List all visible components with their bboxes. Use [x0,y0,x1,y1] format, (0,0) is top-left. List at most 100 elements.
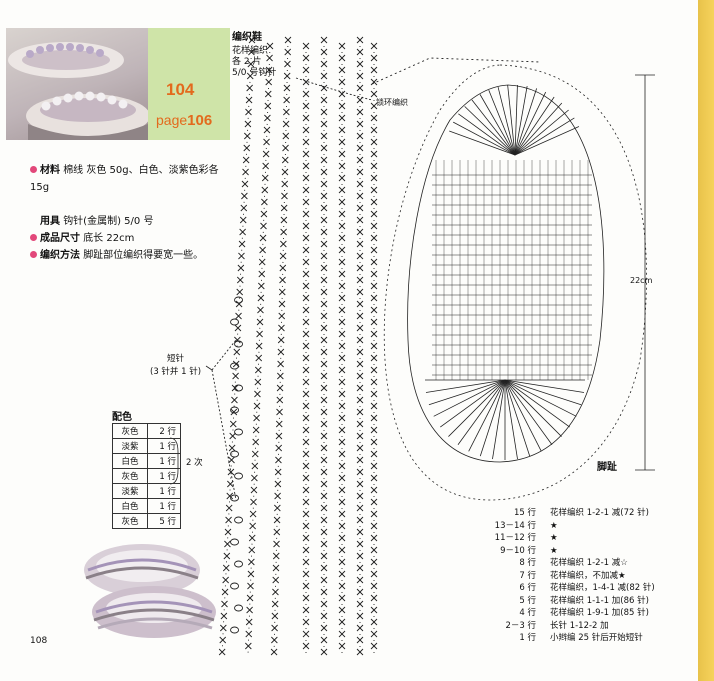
single-crochet-mark [356,384,364,392]
single-crochet-mark [251,462,259,470]
single-crochet-mark [356,456,364,464]
single-crochet-mark [320,576,328,584]
single-crochet-mark [370,606,378,614]
single-crochet-mark [243,132,251,140]
single-crochet-mark [302,102,310,110]
single-crochet-mark [356,600,364,608]
loop-dashed-path [371,57,541,85]
single-crochet-mark [246,84,253,92]
single-crochet-mark [370,498,378,506]
single-crochet-mark [356,156,364,164]
single-crochet-mark [356,264,364,272]
single-crochet-mark [370,414,378,422]
single-crochet-mark [231,384,239,392]
legend-row: 6 行花样编织，1-4-1 减(82 针) [486,582,654,595]
heel-stitch-line [514,109,569,156]
toe-stitch-line [425,379,506,393]
heel-stitch-line [471,99,516,156]
single-crochet-mark [338,450,346,458]
single-crochet-mark [338,630,346,638]
single-crochet-mark [238,240,246,248]
color-name: 灰色 [112,423,148,439]
toe-stitch-line [504,379,562,437]
toe-stitch-line [504,379,570,428]
single-crochet-mark [223,552,231,560]
single-crochet-mark [320,108,328,116]
single-crochet-mark [251,450,259,458]
single-crochet-mark [356,372,364,380]
single-crochet-mark [265,78,273,86]
single-crochet-mark [320,408,328,416]
single-crochet-mark [221,600,228,608]
single-crochet-mark [283,96,290,104]
single-crochet-mark [320,132,328,140]
single-crochet-mark [338,198,346,206]
single-crochet-mark [281,156,289,164]
single-crochet-mark [338,414,346,422]
single-crochet-mark [338,90,346,98]
single-crochet-mark [225,516,232,524]
single-crochet-mark [356,468,364,476]
single-crochet-mark [248,534,256,542]
single-crochet-mark [247,60,255,68]
single-crochet-mark [370,630,378,638]
single-crochet-mark [370,246,378,254]
single-crochet-mark [265,66,273,74]
single-crochet-mark [338,54,346,62]
single-crochet-mark [320,564,328,572]
single-crochet-mark [356,336,364,344]
single-crochet-mark [236,276,244,284]
toe-stitch-line [504,379,553,445]
single-crochet-mark [257,306,264,314]
heel-stitch-line [514,85,518,156]
heel-stitch-line [514,88,538,156]
single-crochet-mark [250,486,258,494]
single-crochet-mark [276,408,283,416]
single-crochet-mark [320,516,328,524]
single-crochet-mark [302,186,310,194]
single-crochet-mark [281,192,288,200]
single-crochet-mark [219,636,227,644]
single-crochet-mark [320,504,328,512]
single-crochet-mark [245,96,253,104]
single-crochet-mark [220,612,228,620]
single-crochet-mark [338,318,346,326]
single-crochet-mark [248,558,255,566]
single-crochet-mark [370,462,378,470]
single-crochet-mark [274,480,282,488]
single-crochet-mark [275,456,282,464]
single-crochet-mark [338,522,346,530]
page-label: page [156,112,188,128]
size-value: 底长 22cm [83,233,135,244]
single-crochet-mark [356,216,364,224]
single-crochet-mark [356,516,364,524]
method-value: 脚趾部位编织得要宽一些。 [83,250,204,261]
single-crochet-mark [264,102,272,110]
single-crochet-mark [278,288,286,296]
single-crochet-mark [370,222,378,230]
single-crochet-mark [260,210,268,218]
single-crochet-mark [251,474,258,482]
single-crochet-mark [370,66,378,74]
single-crochet-mark [338,114,346,122]
single-crochet-mark [356,576,364,584]
single-crochet-mark [239,228,246,236]
single-crochet-mark [320,72,328,80]
single-crochet-mark [281,168,289,176]
single-crochet-mark [281,180,289,188]
single-crochet-mark [302,354,310,362]
single-crochet-mark [261,198,268,206]
single-crochet-mark [274,492,281,500]
single-crochet-mark [227,468,235,476]
single-crochet-mark [338,546,346,554]
single-crochet-mark [242,168,249,176]
single-crochet-mark [284,36,292,44]
stitch-column [221,39,253,656]
single-crochet-mark [338,234,346,242]
stitch-column [273,39,289,656]
single-crochet-mark [320,600,328,608]
toe-stitch-line [504,379,518,460]
method-label: 编织方法 [40,250,80,261]
